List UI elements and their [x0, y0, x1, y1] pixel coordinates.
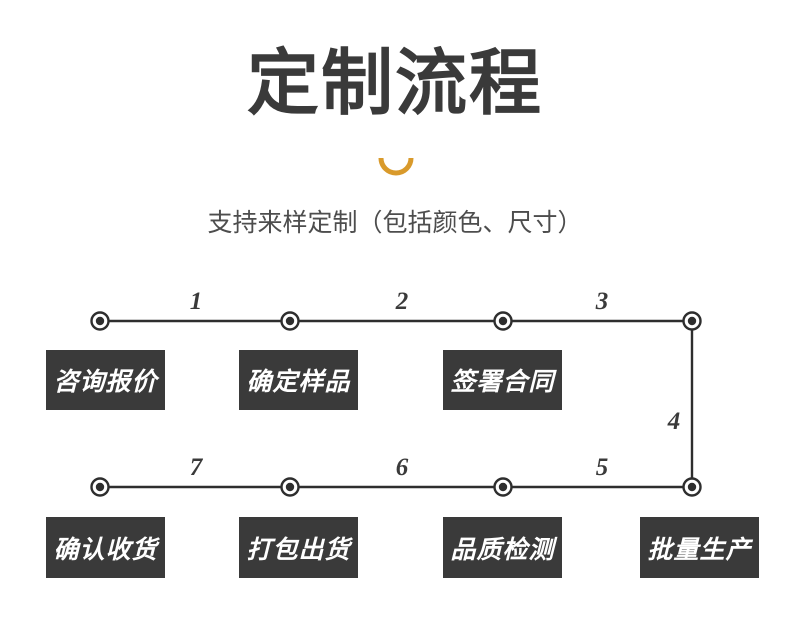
flow-node-bottom-1	[90, 477, 110, 497]
flow-segment-number-3: 3	[595, 288, 609, 315]
flow-node-corner-bottom-right	[682, 477, 702, 497]
flow-node-top-2	[280, 311, 300, 331]
arc-divider-icon	[377, 156, 415, 180]
flow-segment-number-5: 5	[595, 454, 609, 481]
step-box-pack-and-ship[interactable]: 打包出货	[239, 517, 358, 578]
page-title: 定制流程	[246, 44, 543, 124]
flow-node-corner-top-right	[682, 311, 702, 331]
flow-segment-number-2: 2	[395, 288, 409, 315]
page-subtitle: 支持来样定制（包括颜色、尺寸）	[207, 209, 583, 237]
flow-node-top-1	[90, 311, 110, 331]
step-box-sign-contract[interactable]: 签署合同	[443, 350, 562, 410]
flow-segment-number-7: 7	[189, 454, 203, 481]
flow-node-bottom-2	[280, 477, 300, 497]
step-box-quality-inspection[interactable]: 品质检测	[443, 517, 562, 578]
flow-segment-number-6: 6	[395, 454, 409, 481]
step-box-consultation-quote[interactable]: 咨询报价	[46, 350, 165, 410]
flow-node-bottom-3	[493, 477, 513, 497]
step-box-confirm-receipt[interactable]: 确认收货	[46, 517, 165, 578]
flow-segment-number-4: 4	[667, 408, 681, 435]
step-box-confirm-sample[interactable]: 确定样品	[239, 350, 358, 410]
flow-segment-number-1: 1	[189, 288, 203, 315]
flow-node-top-3	[493, 311, 513, 331]
step-box-mass-production[interactable]: 批量生产	[640, 517, 759, 578]
